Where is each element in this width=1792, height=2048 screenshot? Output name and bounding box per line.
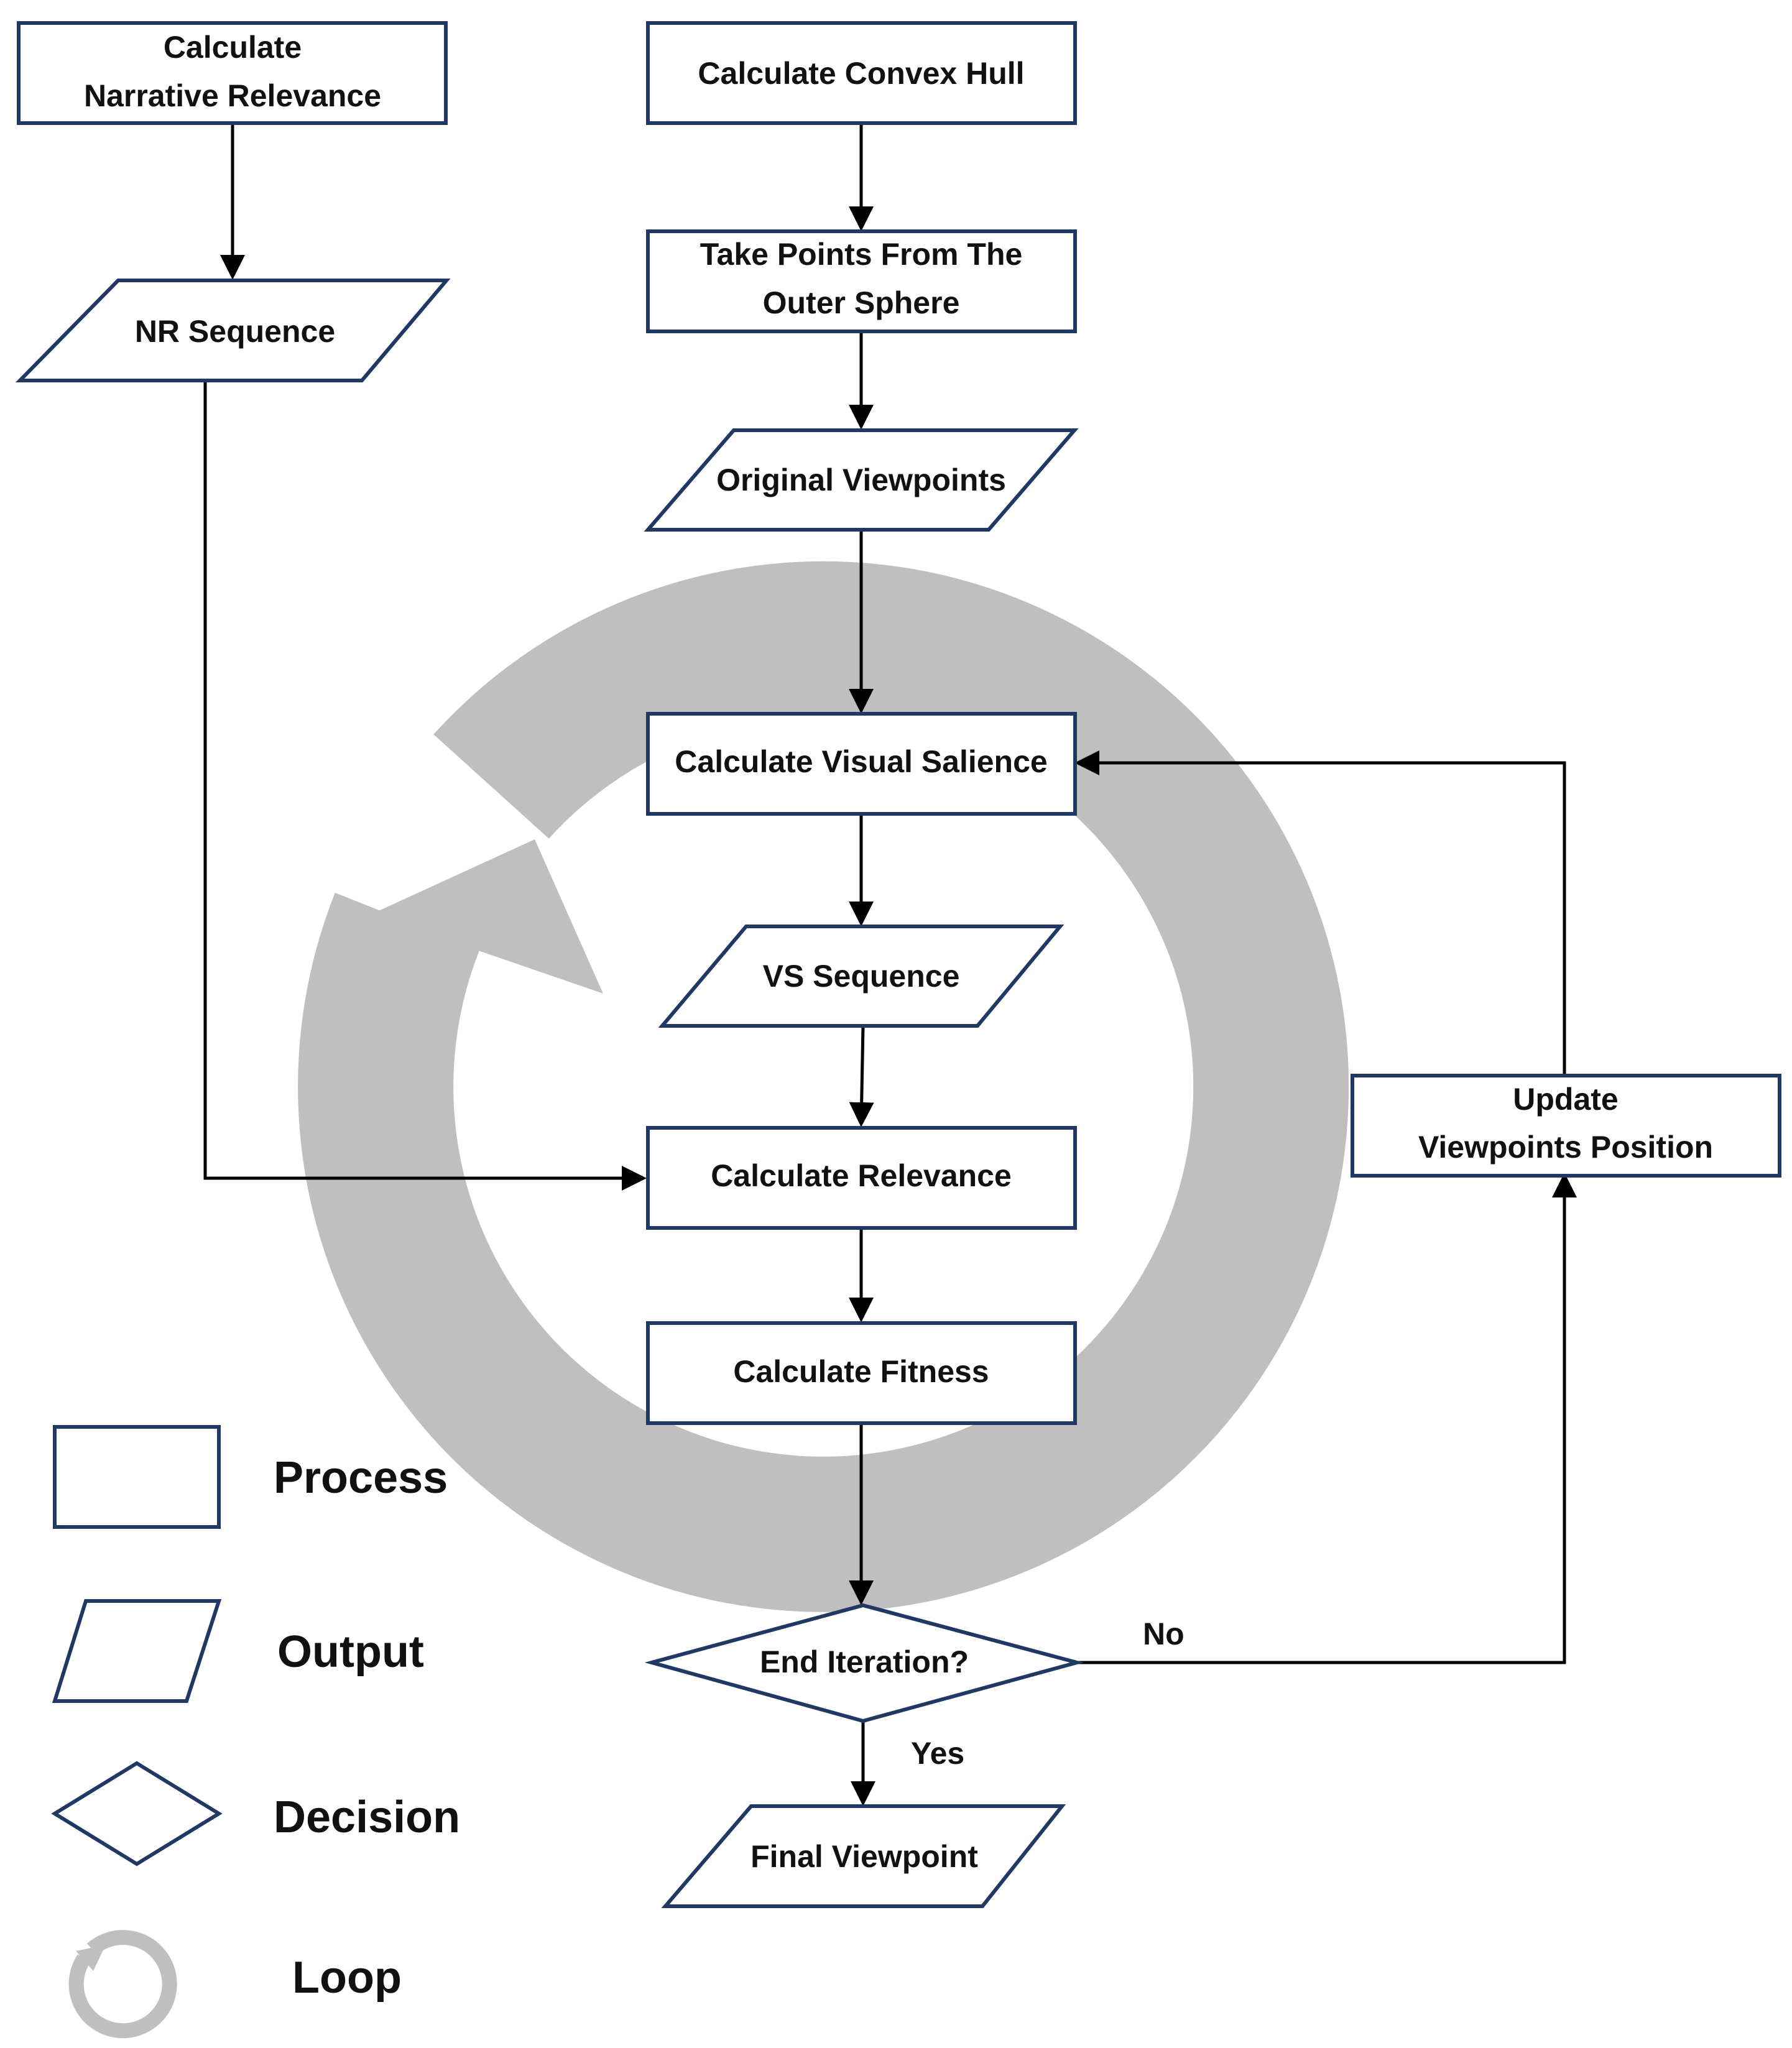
node-label: Calculate Convex Hull xyxy=(698,56,1024,91)
process-update-viewpoints-position: Update Viewpoints Position xyxy=(1351,1074,1781,1178)
loop-background-icon xyxy=(298,561,1349,1612)
decision-shape-icon xyxy=(51,1761,223,1866)
legend-process: Process xyxy=(53,1425,448,1529)
edge-update-to-salience xyxy=(1074,750,1566,1074)
node-label-line2: Narrative Relevance xyxy=(84,78,381,113)
edge-decision-to-update xyxy=(1077,1173,1577,1664)
edge-label-yes: Yes xyxy=(911,1736,964,1771)
legend: Process Output Decision Loop xyxy=(51,1425,460,2039)
legend-loop-label: Loop xyxy=(292,1953,402,2003)
legend-process-label: Process xyxy=(274,1453,448,1503)
output-original-viewpoints: Original Viewpoints xyxy=(644,428,1079,532)
process-calculate-narrative-relevance: Calculate Narrative Relevance xyxy=(17,21,448,125)
output-shape-icon xyxy=(52,1599,222,1703)
node-label: End Iteration? xyxy=(760,1644,969,1679)
process-shape-icon xyxy=(53,1425,221,1529)
node-label-line1: Take Points From The xyxy=(700,237,1023,272)
loop-icon xyxy=(68,1930,177,2039)
process-calculate-fitness: Calculate Fitness xyxy=(646,1321,1077,1425)
edge-vs-to-relevance xyxy=(849,1025,874,1127)
node-label: Calculate Fitness xyxy=(733,1354,989,1389)
node-label-line1: Update xyxy=(1513,1082,1618,1117)
decision-end-iteration: End Iteration? xyxy=(644,1603,1084,1723)
legend-decision-label: Decision xyxy=(274,1792,460,1842)
output-vs-sequence: VS Sequence xyxy=(658,925,1065,1028)
edges xyxy=(203,123,1577,1806)
output-final-viewpoint: Final Viewpoint xyxy=(661,1804,1066,1908)
node-label-line1: Calculate xyxy=(164,30,302,65)
node-label: Calculate Visual Salience xyxy=(675,744,1047,779)
legend-output-label: Output xyxy=(277,1627,424,1677)
node-label: Final Viewpoint xyxy=(751,1839,978,1874)
node-label: NR Sequence xyxy=(135,314,335,349)
node-label: VS Sequence xyxy=(763,959,960,994)
process-calculate-convex-hull: Calculate Convex Hull xyxy=(646,21,1077,125)
process-calculate-relevance: Calculate Relevance xyxy=(646,1126,1077,1230)
process-calculate-visual-salience: Calculate Visual Salience xyxy=(646,712,1077,816)
node-label: Original Viewpoints xyxy=(716,463,1006,497)
legend-output: Output xyxy=(52,1599,424,1703)
edge-nr-to-relevance xyxy=(203,379,647,1191)
node-label: Calculate Relevance xyxy=(711,1158,1012,1193)
output-nr-sequence: NR Sequence xyxy=(15,279,451,382)
node-label-line2: Outer Sphere xyxy=(763,285,960,320)
legend-decision: Decision xyxy=(51,1761,460,1866)
node-label-line2: Viewpoints Position xyxy=(1418,1130,1713,1165)
legend-loop: Loop xyxy=(68,1930,402,2039)
edge-label-no: No xyxy=(1143,1617,1185,1651)
process-take-points-outer-sphere: Take Points From The Outer Sphere xyxy=(646,229,1077,333)
